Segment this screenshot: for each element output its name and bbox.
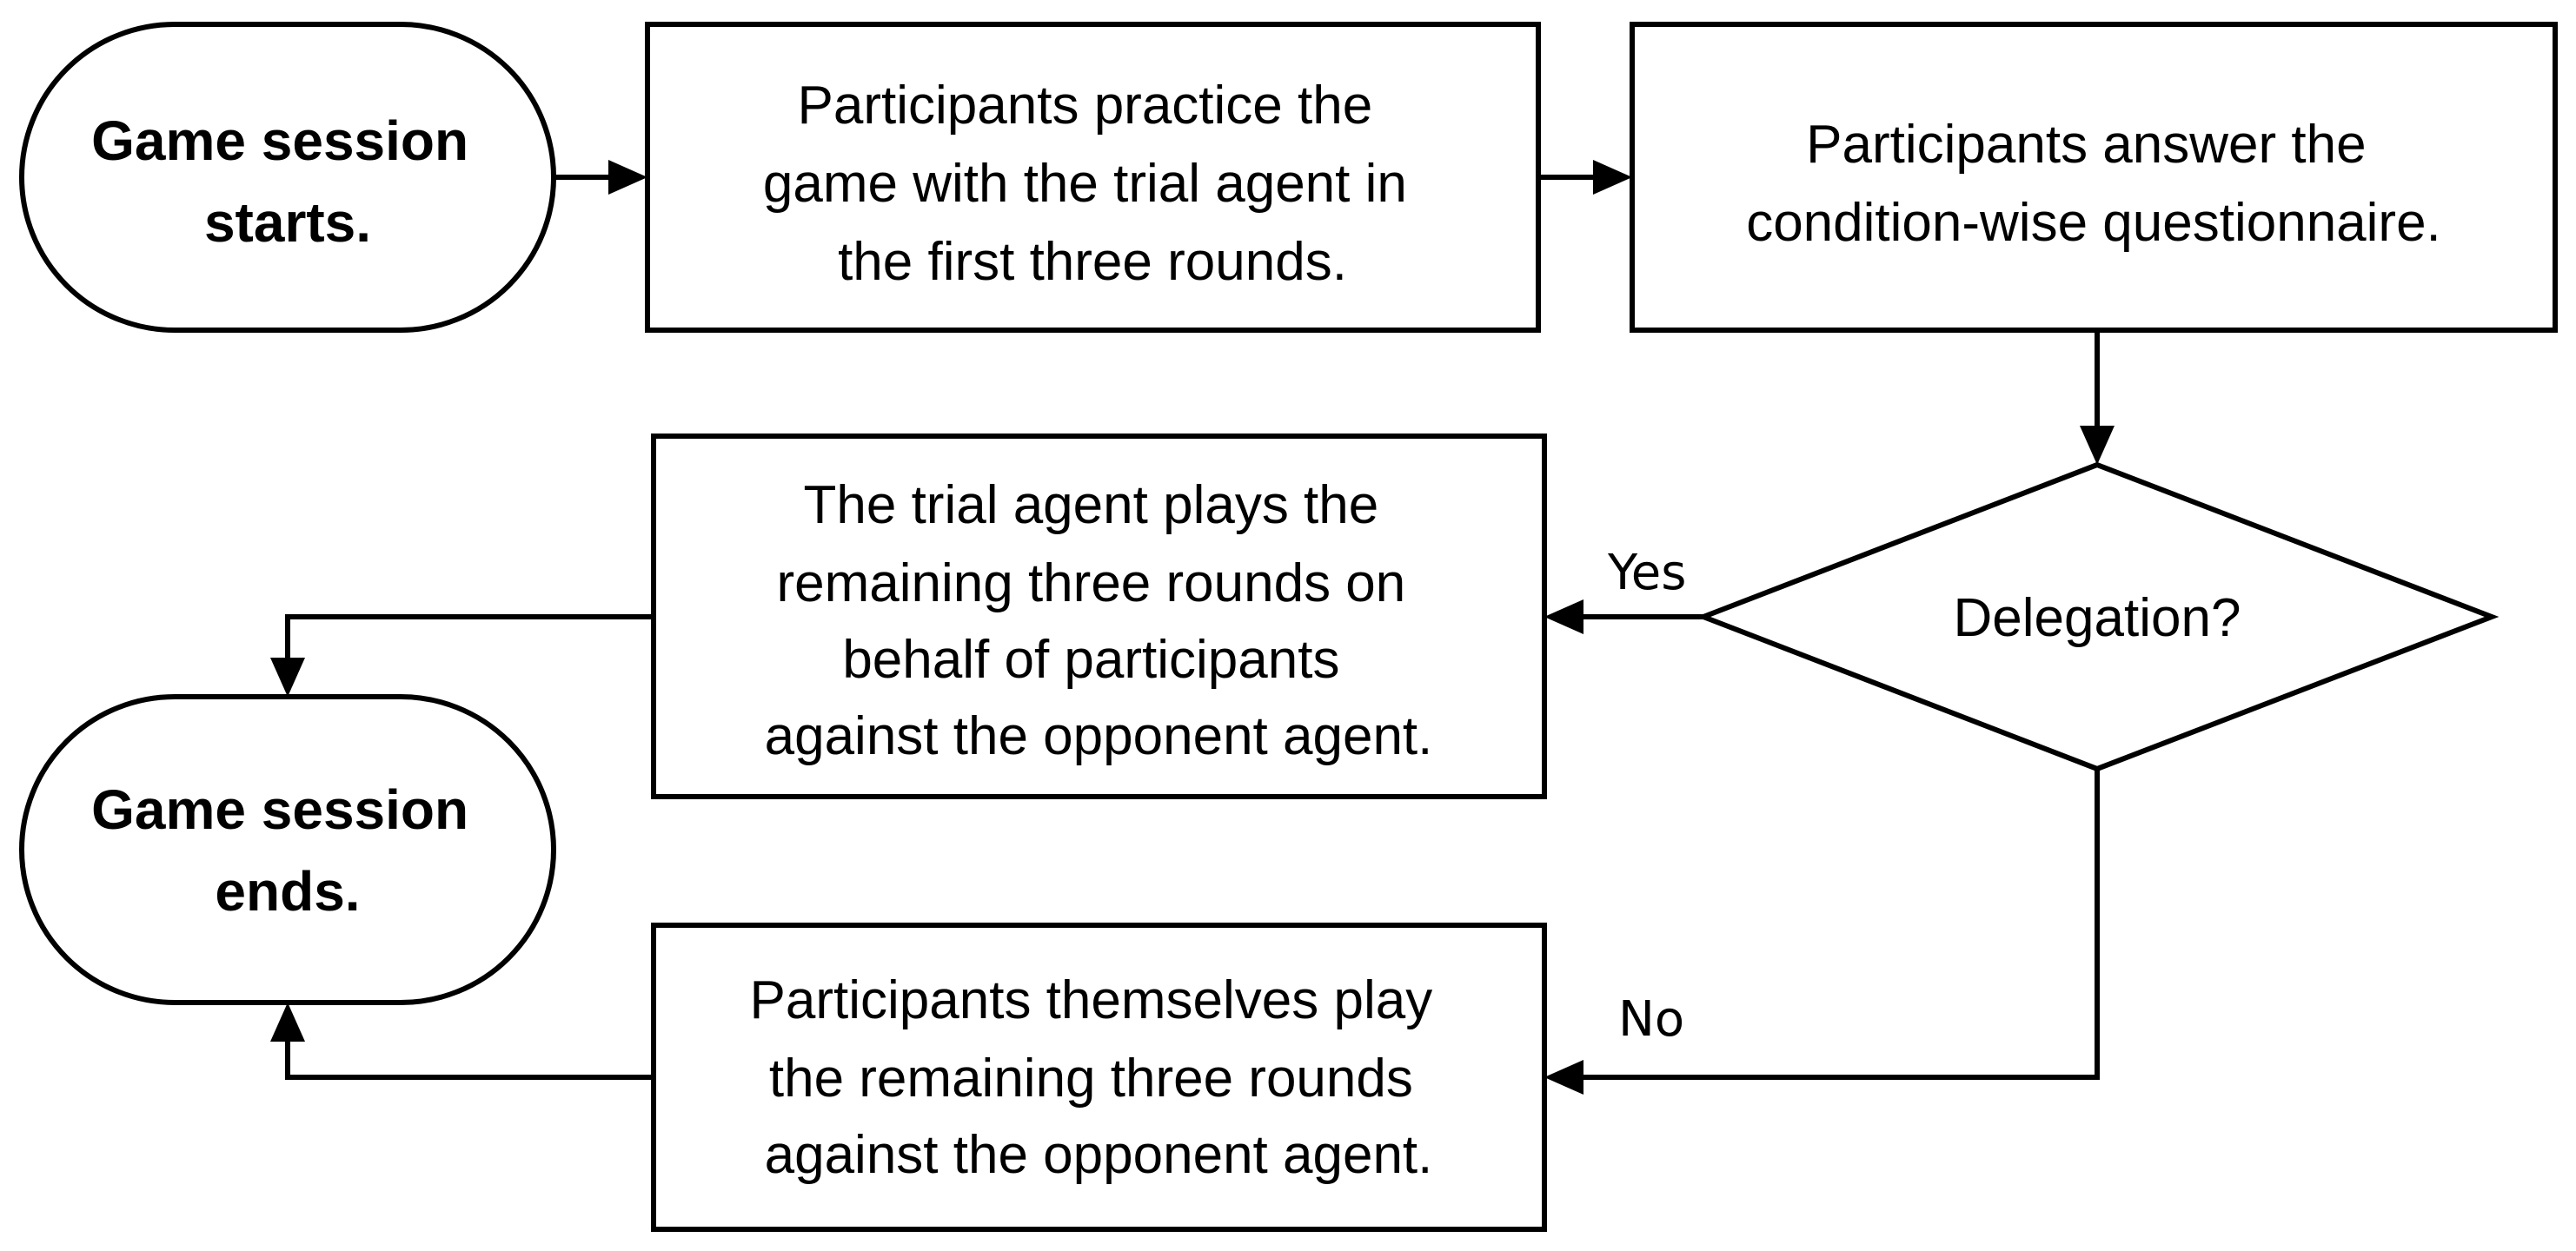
arrow-agent-to-end [285,614,654,660]
agent-plays-line-4: against the opponent agent. [765,706,1433,766]
agent-plays-box [651,434,1547,799]
start-terminal [19,22,556,333]
agent-plays-line-3: behalf of participants [842,630,1339,690]
end-terminal [19,694,556,1005]
practice-box [645,22,1541,333]
end-line-1: Game session [91,778,468,841]
questionnaire-box [1630,22,2558,333]
arrowhead-end-bottom [270,1003,305,1042]
arrowhead-agent-plays [1544,599,1583,634]
self-plays-label: Participants themselves play the remaini… [750,970,1448,1185]
start-label: Game session starts. [91,109,484,254]
questionnaire-label: Participants answer the condition-wise q… [1746,115,2441,253]
self-plays-line-3: against the opponent agent. [765,1125,1433,1185]
questionnaire-line-1: Participants answer the [1806,115,2366,175]
arrow-self-to-end [285,1040,654,1080]
agent-plays-line-2: remaining three rounds on [776,553,1405,613]
self-plays-line-2: the remaining three rounds [769,1049,1413,1109]
yes-edge-label: Yes [1607,545,1686,601]
arrowhead-decision [2080,426,2115,465]
arrowhead-questionnaire [1593,160,1632,195]
end-label: Game session ends. [91,778,484,923]
start-line-2: starts. [204,191,371,254]
arrowhead-end-top [270,658,305,697]
agent-plays-line-1: The trial agent plays the [804,475,1379,535]
practice-line-1: Participants practice the [798,76,1373,136]
questionnaire-line-2: condition-wise questionnaire. [1746,193,2441,253]
agent-plays-label: The trial agent plays the remaining thre… [765,475,1433,766]
self-plays-line-1: Participants themselves play [750,970,1433,1030]
no-edge-label: No [1618,991,1684,1048]
practice-line-2: game with the trial agent in [763,154,1407,214]
arrowhead-practice [608,160,647,195]
start-line-1: Game session [91,109,468,172]
decision-label: Delegation? [1954,588,2241,648]
arrowhead-self-plays [1544,1060,1583,1095]
arrow-no-branch [1582,769,2100,1080]
end-line-2: ends. [215,860,360,923]
practice-line-3: the first three rounds. [838,232,1347,292]
practice-label: Participants practice the game with the … [763,76,1422,292]
